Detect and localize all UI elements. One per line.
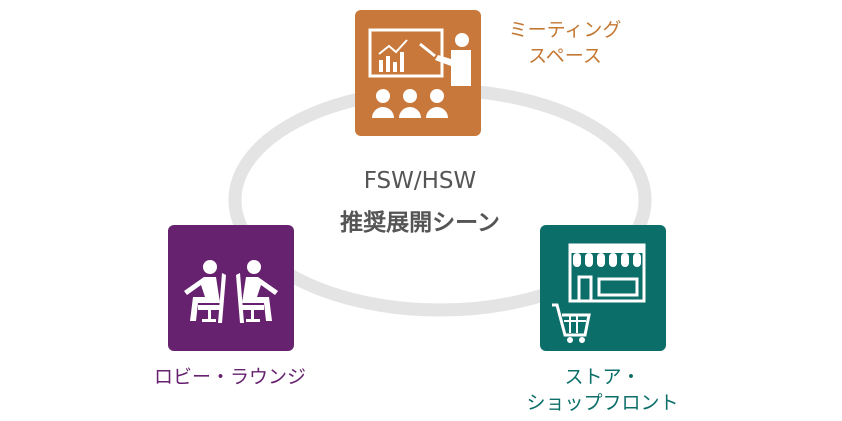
label-line: ミーティング — [508, 19, 622, 41]
meeting-space-label: ミーティング スペース — [490, 17, 640, 69]
label-line: ロビー・ラウンジ — [153, 366, 306, 388]
label-line: スペース — [528, 45, 602, 67]
lobby-lounge-tile — [168, 225, 294, 351]
label-line: ストア・ — [564, 366, 641, 388]
label-line: ショップフロント — [526, 392, 679, 414]
store-front-tile — [540, 225, 666, 351]
store-cart-icon — [552, 243, 646, 343]
center-subtitle: 推奨展開シーン — [340, 210, 500, 236]
center-title: FSW/HSW — [363, 168, 477, 194]
meeting-space-tile — [355, 10, 481, 136]
presentation-meeting-icon — [368, 28, 471, 118]
lobby-seating-icon — [184, 260, 278, 323]
lobby-lounge-label: ロビー・ラウンジ — [130, 364, 330, 390]
store-front-label: ストア・ ショップフロント — [510, 364, 695, 416]
